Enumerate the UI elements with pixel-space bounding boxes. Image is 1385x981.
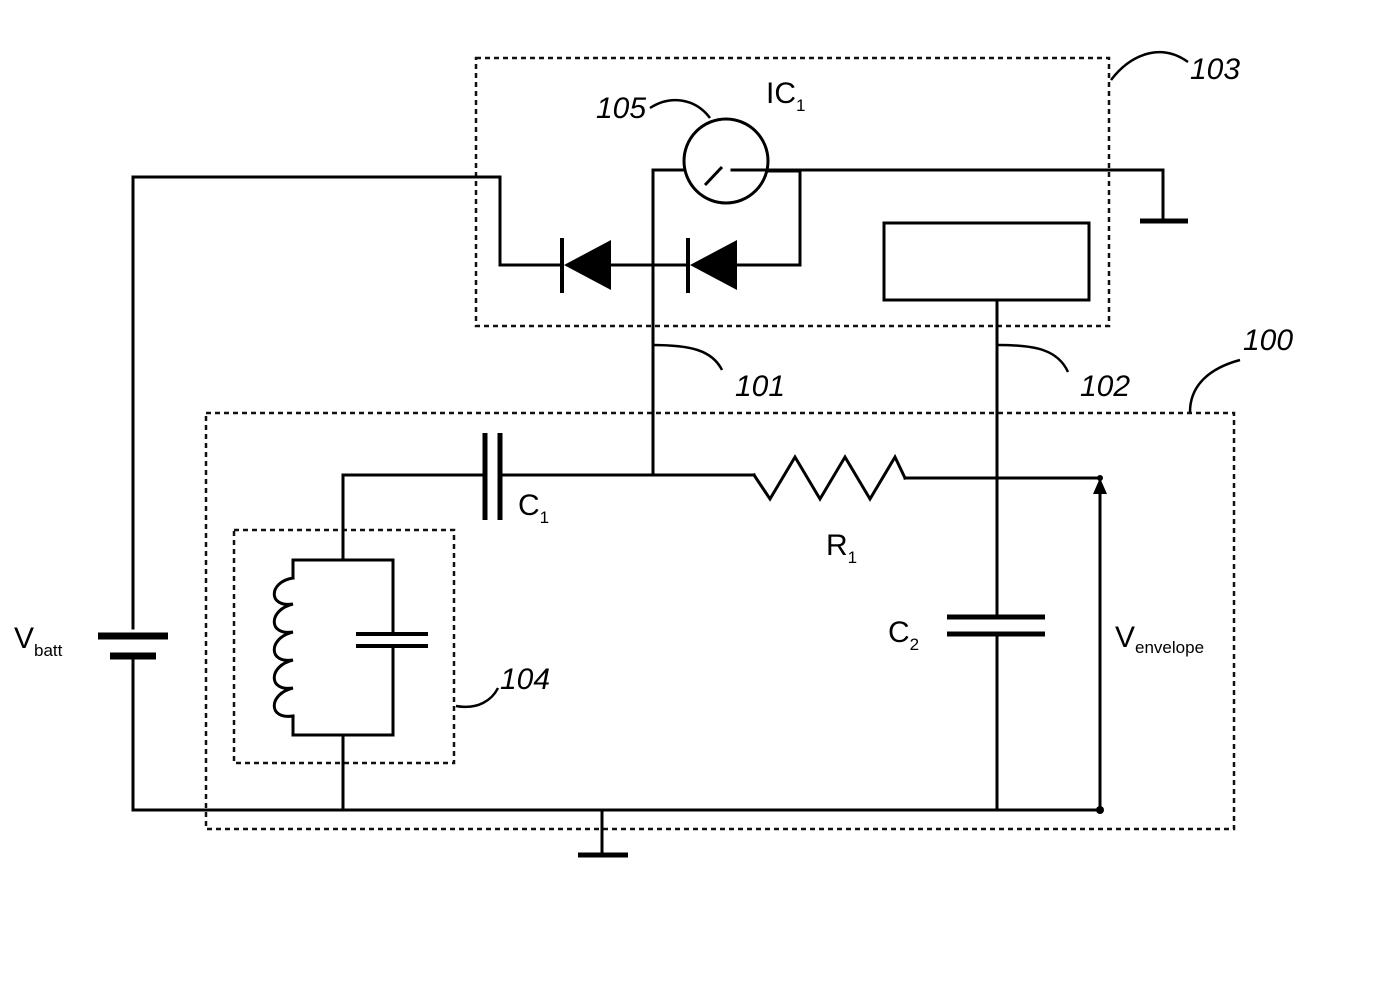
r1-resistor [754, 457, 905, 499]
ref-100: 100 [1243, 324, 1293, 357]
tank-inductor [274, 578, 293, 716]
c1-label: C1 [518, 489, 549, 527]
leader-104 [456, 688, 498, 707]
leader-102 [998, 345, 1068, 372]
venvelope-terminal-top [1097, 475, 1103, 481]
leader-105 [650, 100, 710, 118]
ref-101: 101 [735, 370, 785, 403]
ref-103: 103 [1190, 53, 1240, 86]
diode-right-wire [737, 171, 800, 265]
node-101-wire [653, 170, 684, 475]
tank-inductor-bottom-lead [293, 716, 393, 735]
ic-block [884, 223, 1089, 300]
ic1-switch [684, 119, 768, 203]
c2-label: C2 [888, 616, 919, 654]
venvelope-label: Venvelope [1115, 621, 1204, 657]
vbatt-label: Vbatt [14, 622, 63, 660]
leader-101 [652, 345, 722, 370]
diode-right-triangle [690, 240, 737, 290]
ic1-switch-blade [705, 167, 722, 185]
venvelope-terminal-bottom [1096, 806, 1104, 814]
ic1-label: IC1 [766, 77, 805, 115]
leader-103 [1111, 52, 1188, 80]
ref-102: 102 [1080, 370, 1130, 403]
ic1-ground-wire [732, 170, 1163, 220]
leader-100 [1190, 360, 1240, 412]
r1-label: R1 [826, 529, 857, 567]
diode-left-triangle [564, 240, 611, 290]
ref-105: 105 [596, 92, 646, 125]
c1-left-wire [343, 475, 484, 560]
ref-104: 104 [500, 663, 550, 696]
